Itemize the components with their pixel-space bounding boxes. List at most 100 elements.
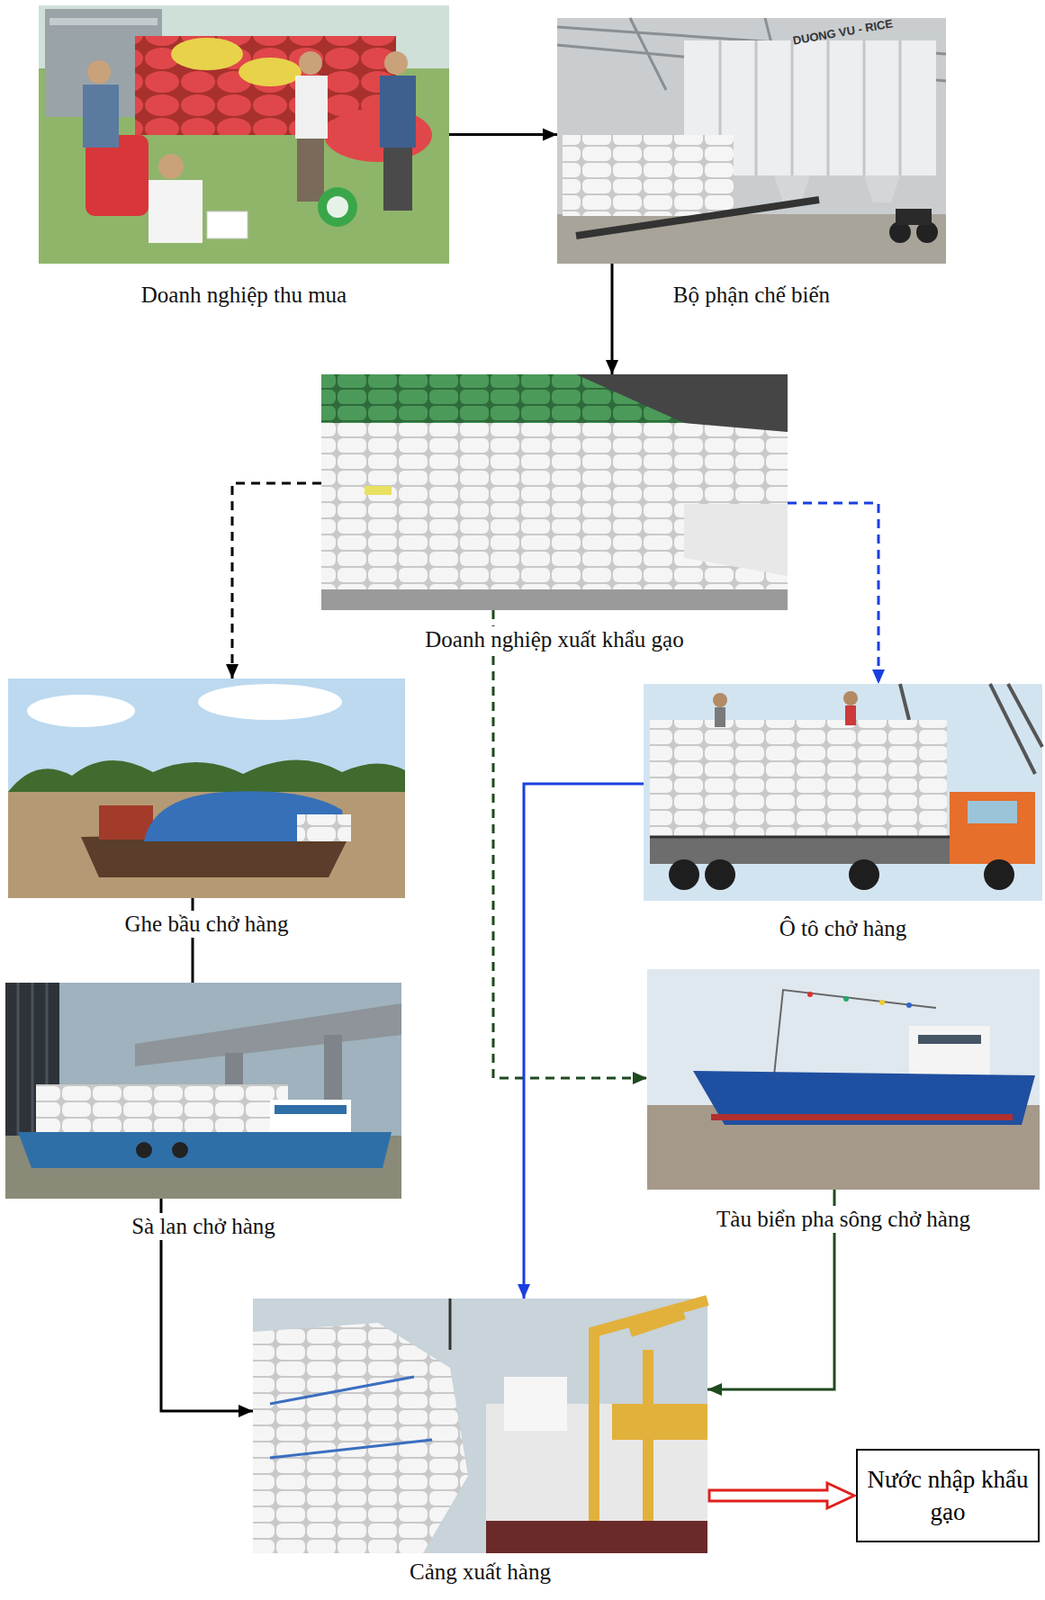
- photo-node: Sà lan chở hàng: [5, 982, 402, 1199]
- barge-photo-part: [135, 1003, 402, 1067]
- boat-photo-part: [99, 805, 154, 840]
- warehouse-photo-part: [321, 396, 788, 604]
- ship-photo-part: [807, 991, 813, 998]
- warehouse-photo-part: [321, 589, 788, 611]
- truck-photo-part: [643, 684, 1043, 901]
- flow-connector: [493, 610, 648, 1085]
- barge-photo-part: [36, 1084, 289, 1135]
- box-text: Nước nhập khẩu gạo: [866, 1463, 1029, 1529]
- purchase-photo-part: [49, 18, 158, 26]
- purchase-photo-part: [171, 37, 244, 71]
- truck-photo-part: [668, 859, 700, 891]
- photo-node: Tàu biển pha sông chở hàng: [647, 969, 1040, 1190]
- warehouse-photo-part: [684, 504, 788, 577]
- arrow-head: [225, 664, 239, 679]
- truck-photo-part: [649, 836, 956, 839]
- barge-photo-part: [135, 1142, 153, 1159]
- boat-photo-part: [8, 678, 406, 899]
- purchase-photo-part: [295, 75, 328, 139]
- purchase-photo-part: [38, 5, 450, 264]
- barge-photo-part: [5, 982, 402, 1199]
- warehouse-photo-part: [364, 486, 392, 496]
- plant-photo-part: [720, 40, 901, 176]
- purchase-photo: [38, 5, 450, 264]
- boat-photo: [8, 678, 406, 899]
- photo-caption: Doanh nghiệp thu mua: [136, 281, 352, 309]
- photo-caption: Cảng xuất hàng: [405, 1558, 556, 1586]
- ship-photo-part: [711, 1114, 1013, 1121]
- truck-photo-part: [649, 720, 947, 838]
- arrow-head: [605, 360, 619, 375]
- flow-connector: [605, 263, 619, 375]
- purchase-photo-part: [317, 187, 358, 227]
- arrow-head: [238, 1405, 253, 1418]
- boat-photo-part: [198, 684, 343, 721]
- purchase-photo-part: [82, 84, 119, 148]
- truck-photo-part: [714, 707, 726, 728]
- purchase-photo-part: [384, 51, 408, 75]
- truck-photo-part: [983, 859, 1015, 891]
- truck-photo-part: [848, 859, 880, 891]
- plant-photo-part: [895, 208, 932, 226]
- purchase-photo-part: [207, 211, 248, 239]
- barge-photo-part: [18, 1132, 392, 1169]
- warehouse-photo: [321, 374, 788, 611]
- boat-photo-part: [8, 759, 406, 797]
- hollow-arrow: [709, 1483, 855, 1509]
- truck-photo-part: [845, 705, 856, 726]
- plant-photo: [557, 18, 946, 264]
- photo-node: Bộ phận chế biến: [557, 18, 946, 264]
- photo-caption: Sà lan chở hàng: [126, 1213, 280, 1241]
- ship-photo-part: [647, 969, 1040, 1190]
- flow-connector: [449, 128, 558, 142]
- plant-photo-part: [864, 175, 901, 203]
- warehouse-photo-part: [576, 374, 788, 433]
- arrow-head: [542, 128, 558, 142]
- flow-connector: [225, 483, 322, 679]
- ship-photo-part: [693, 1071, 1036, 1126]
- ship-photo-part: [647, 1105, 1040, 1190]
- barge-photo: [5, 982, 402, 1199]
- purchase-photo-part: [326, 196, 349, 218]
- port-photo-part: [252, 1298, 708, 1554]
- connector-line: [523, 783, 644, 1299]
- ship-photo-part: [918, 1035, 982, 1045]
- connector-line: [449, 133, 558, 136]
- plant-photo-part: [557, 18, 946, 264]
- purchase-photo-part: [148, 180, 203, 244]
- barge-photo-part: [274, 1105, 347, 1115]
- warehouse-photo-part: [321, 374, 788, 611]
- truck-photo-part: [712, 693, 728, 708]
- destination-box: Nước nhập khẩu gạo: [855, 1449, 1040, 1543]
- purchase-photo-part: [383, 147, 413, 211]
- arrow-head: [632, 1072, 648, 1085]
- port-photo-part: [270, 1377, 433, 1459]
- truck-photo: [643, 684, 1043, 901]
- connector-line: [232, 483, 322, 679]
- port-photo-part: [252, 1323, 469, 1554]
- flow-connector: [787, 503, 885, 685]
- port-photo-part: [612, 1404, 708, 1441]
- truck-photo-part: [649, 837, 956, 865]
- purchase-photo-part: [379, 75, 416, 148]
- port-photo: [252, 1298, 708, 1554]
- truck-photo-part: [704, 859, 736, 891]
- port-photo-part: [486, 1521, 708, 1554]
- photo-text: DUONG VU - RICE: [792, 16, 895, 47]
- boat-photo-part: [8, 792, 406, 899]
- plant-photo-part: [557, 214, 946, 264]
- photo-node: Ô tô chở hàng: [643, 684, 1043, 901]
- plant-photo-part: [562, 135, 734, 217]
- boat-photo-part: [27, 694, 136, 728]
- connector-line: [611, 263, 614, 375]
- purchase-photo-part: [298, 51, 323, 75]
- truck-photo-part: [949, 792, 1036, 865]
- purchase-photo-part: [297, 138, 325, 202]
- boat-photo-part: [297, 814, 352, 842]
- ship-photo: [647, 969, 1040, 1190]
- arrow-head: [707, 1383, 722, 1397]
- photo-caption: Doanh nghiệp xuất khẩu gạo: [420, 626, 688, 654]
